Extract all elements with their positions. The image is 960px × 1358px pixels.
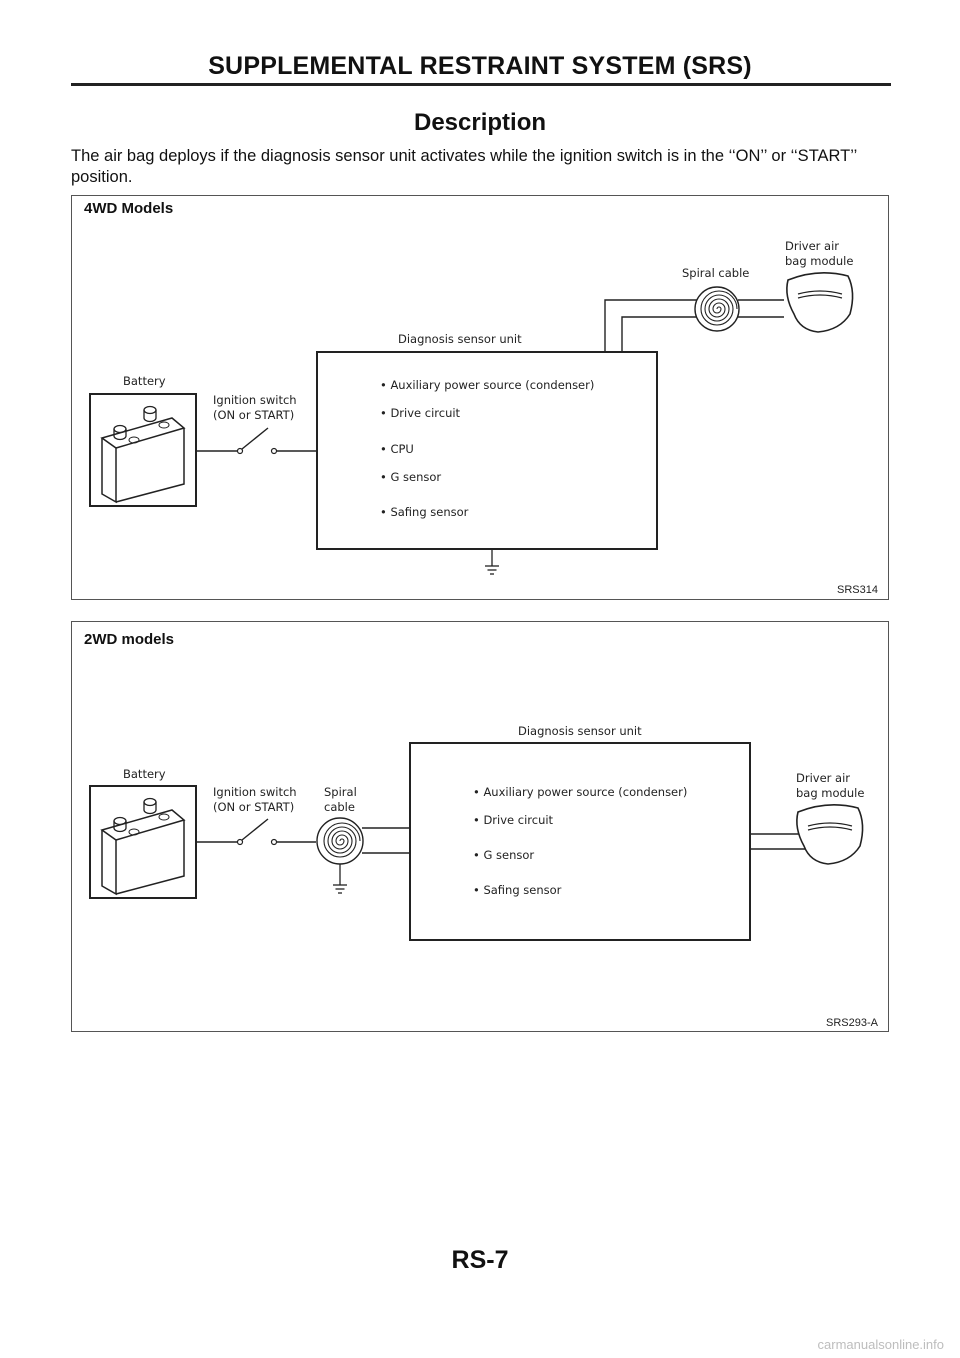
- unit-item: • Safing sensor: [380, 505, 469, 519]
- battery-label: Battery: [123, 374, 166, 388]
- spiral-cable-icon: [316, 817, 364, 865]
- figure-2wd-diagram: 2WD models Battery Ignition switch (ON o…: [84, 631, 879, 1029]
- figure-2wd: 2WD models Battery Ignition switch (ON o…: [71, 621, 889, 1032]
- diagnosis-unit-label: Diagnosis sensor unit: [398, 332, 522, 346]
- header-rule: [71, 83, 891, 86]
- unit-item: • G sensor: [380, 470, 441, 484]
- harness-wires: [604, 299, 784, 352]
- ignition-switch-label: Ignition switch: [213, 393, 297, 407]
- unit-item: • G sensor: [473, 848, 534, 862]
- harness-wires: [362, 827, 805, 854]
- airbag-module-icon: [796, 804, 864, 865]
- driver-airbag-label-2: bag module: [785, 254, 853, 268]
- intro-paragraph: The air bag deploys if the diagnosis sen…: [71, 147, 857, 186]
- battery-icon: [89, 785, 197, 899]
- figure-code: SRS293-A: [826, 1017, 879, 1029]
- watermark: carmanualsonline.info: [817, 1337, 944, 1352]
- diagnosis-sensor-unit: [409, 742, 751, 941]
- figure-title: 2WD models: [84, 631, 174, 648]
- ground-icon: [333, 864, 347, 894]
- unit-item: • Auxiliary power source (condenser): [380, 378, 594, 392]
- section-title: Description: [413, 109, 547, 136]
- unit-item: • Auxiliary power source (condenser): [473, 785, 687, 799]
- driver-airbag-label-2: bag module: [796, 786, 864, 800]
- ignition-switch-label-2: (ON or START): [213, 800, 294, 814]
- figure-title: 4WD Models: [84, 200, 173, 217]
- battery-label: Battery: [123, 767, 166, 781]
- figure-code: SRS314: [837, 584, 878, 596]
- battery-icon: [89, 393, 197, 507]
- figure-4wd-diagram: 4WD Models Battery Ignition switch (ON o…: [84, 200, 878, 596]
- driver-airbag-label: Driver air: [796, 771, 850, 785]
- diagnosis-sensor-unit: [316, 351, 658, 550]
- unit-item: • Safing sensor: [473, 883, 562, 897]
- page-code: RS-7: [451, 1246, 509, 1274]
- figure-4wd: 4WD Models Battery Ignition switch (ON o…: [71, 195, 889, 600]
- ignition-switch-label: Ignition switch: [213, 785, 297, 799]
- unit-item: • CPU: [380, 442, 414, 456]
- unit-item: • Drive circuit: [380, 406, 461, 420]
- page-header-title: SUPPLEMENTAL RESTRAINT SYSTEM (SRS): [208, 52, 752, 80]
- ground-icon: [485, 549, 499, 575]
- diagnosis-unit-label: Diagnosis sensor unit: [518, 724, 642, 738]
- spiral-cable-icon: [694, 286, 740, 332]
- spiral-cable-label: Spiral: [324, 785, 357, 799]
- airbag-module-icon: [786, 272, 854, 333]
- ignition-switch-label-2: (ON or START): [213, 408, 294, 422]
- driver-airbag-label: Driver air: [785, 239, 839, 253]
- ignition-switch-icon: [196, 427, 317, 455]
- spiral-cable-label: Spiral cable: [682, 266, 749, 280]
- ignition-switch-icon: [196, 818, 316, 846]
- unit-item: • Drive circuit: [473, 813, 554, 827]
- spiral-cable-label-2: cable: [324, 800, 355, 814]
